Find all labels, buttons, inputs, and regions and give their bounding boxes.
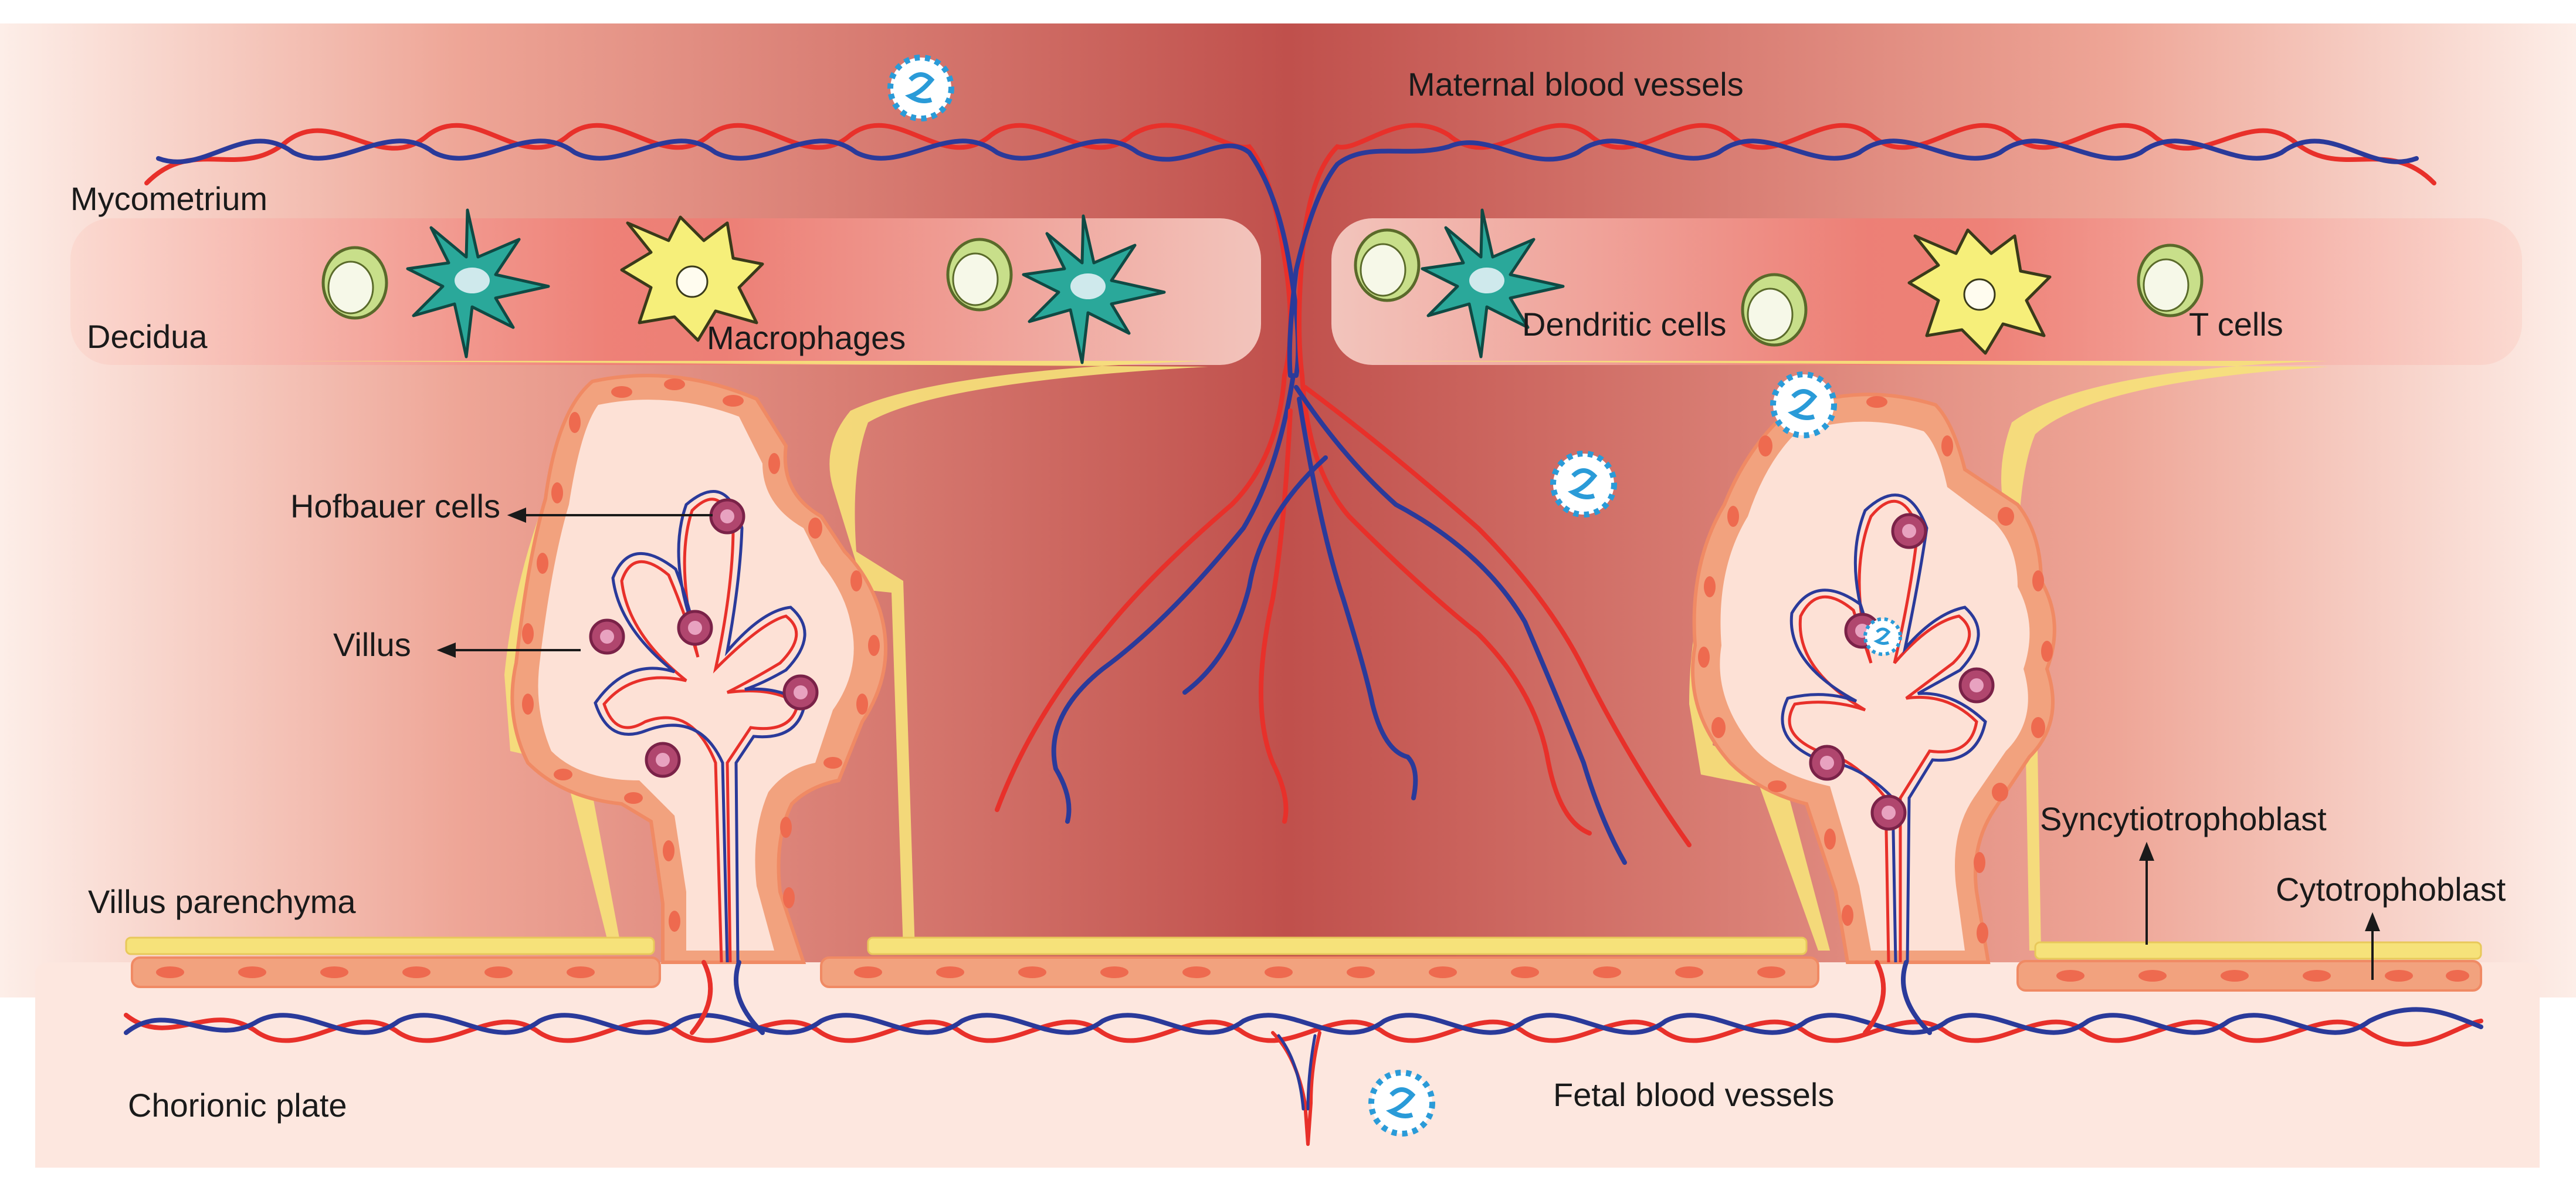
- maternal-artery-right: [1297, 123, 2436, 378]
- t-cell: [946, 238, 1013, 312]
- label-hofbauer-cells: Hofbauer cells: [290, 488, 500, 525]
- hofbauer-cell: [677, 610, 713, 646]
- hofbauer-cell: [645, 742, 681, 778]
- dendritic-cell: [406, 208, 550, 359]
- villus-parenchyma-floor: [125, 936, 2482, 992]
- t-cell: [321, 246, 388, 320]
- macrophage: [620, 215, 764, 342]
- villus-left-nuclei: [522, 378, 880, 932]
- villus-right: [1691, 393, 2056, 964]
- maternal-vein-right: [1287, 138, 2419, 378]
- fetal-vein: [124, 1007, 2483, 1035]
- syncytio-strip-middle: [867, 936, 1808, 955]
- virus-icon: [1770, 371, 1837, 438]
- t-cell: [1354, 228, 1421, 302]
- villus-right-stroma: [1720, 421, 2030, 951]
- label-villus: Villus: [333, 626, 411, 663]
- maternal-vein-left: [156, 138, 1301, 378]
- villus-left: [510, 374, 887, 964]
- villus-left-capillaries: [594, 490, 806, 963]
- chorionic-plate-region: [35, 962, 2540, 1168]
- annotation-arrows: [436, 508, 2380, 980]
- hofbauer-cell: [1891, 513, 1927, 549]
- label-chorionic-plate: Chorionic plate: [128, 1087, 347, 1124]
- t-cell: [2137, 244, 2204, 317]
- villus-left-stroma: [538, 400, 854, 951]
- cyto-strip-middle: [820, 956, 1819, 988]
- macrophage: [1907, 228, 2052, 355]
- hofbauer-cell: [782, 674, 819, 711]
- label-cytotrophoblast: Cytotrophoblast: [2276, 871, 2506, 908]
- label-villus-parenchyma: Villus parenchyma: [88, 883, 356, 920]
- fetal-artery: [124, 1013, 2483, 1047]
- syncytio-strip-right: [2034, 941, 2482, 960]
- dendritic-cell: [1022, 214, 1166, 364]
- maternal-blood-vessels: [144, 123, 2436, 865]
- cyto-strip-right: [2016, 960, 2482, 992]
- label-fetal-blood-vessels: Fetal blood vessels: [1553, 1076, 1834, 1113]
- hofbauer-cells-right: [1809, 513, 1995, 831]
- villus-right-capillaries: [1781, 493, 1987, 963]
- dendritic-cell: [1421, 208, 1565, 359]
- hofbauer-cell: [589, 618, 625, 655]
- virus-icon: [1863, 617, 1902, 656]
- hofbauer-cell: [1809, 745, 1845, 781]
- hofbauer-cells-left: [589, 498, 819, 778]
- fetal-blood-vessels: [124, 960, 2483, 1146]
- virus-icon: [1368, 1070, 1435, 1137]
- t-cell: [1741, 273, 1808, 347]
- cyto-strip-left: [131, 956, 661, 988]
- label-myometrium: Mycometrium: [70, 180, 267, 217]
- hofbauer-cell: [1958, 667, 1995, 704]
- hofbauer-cell: [709, 498, 745, 535]
- label-syncytiotrophoblast: Syncytiotrophoblast: [2040, 800, 2327, 837]
- label-decidua: Decidua: [87, 318, 208, 355]
- decidua-immune-cells: [321, 208, 2204, 364]
- syncytio-strip-left: [125, 936, 655, 955]
- hofbauer-cell: [1870, 794, 1907, 831]
- virus-icon: [1550, 451, 1617, 518]
- label-maternal-blood-vessels: Maternal blood vessels: [1408, 66, 1744, 103]
- label-t-cells: T cells: [2189, 306, 2283, 343]
- label-dendritic-cells: Dendritic cells: [1522, 306, 1727, 343]
- virus-icon: [887, 55, 954, 121]
- maternal-blood-space: [0, 23, 2576, 998]
- label-macrophages: Macrophages: [707, 319, 906, 356]
